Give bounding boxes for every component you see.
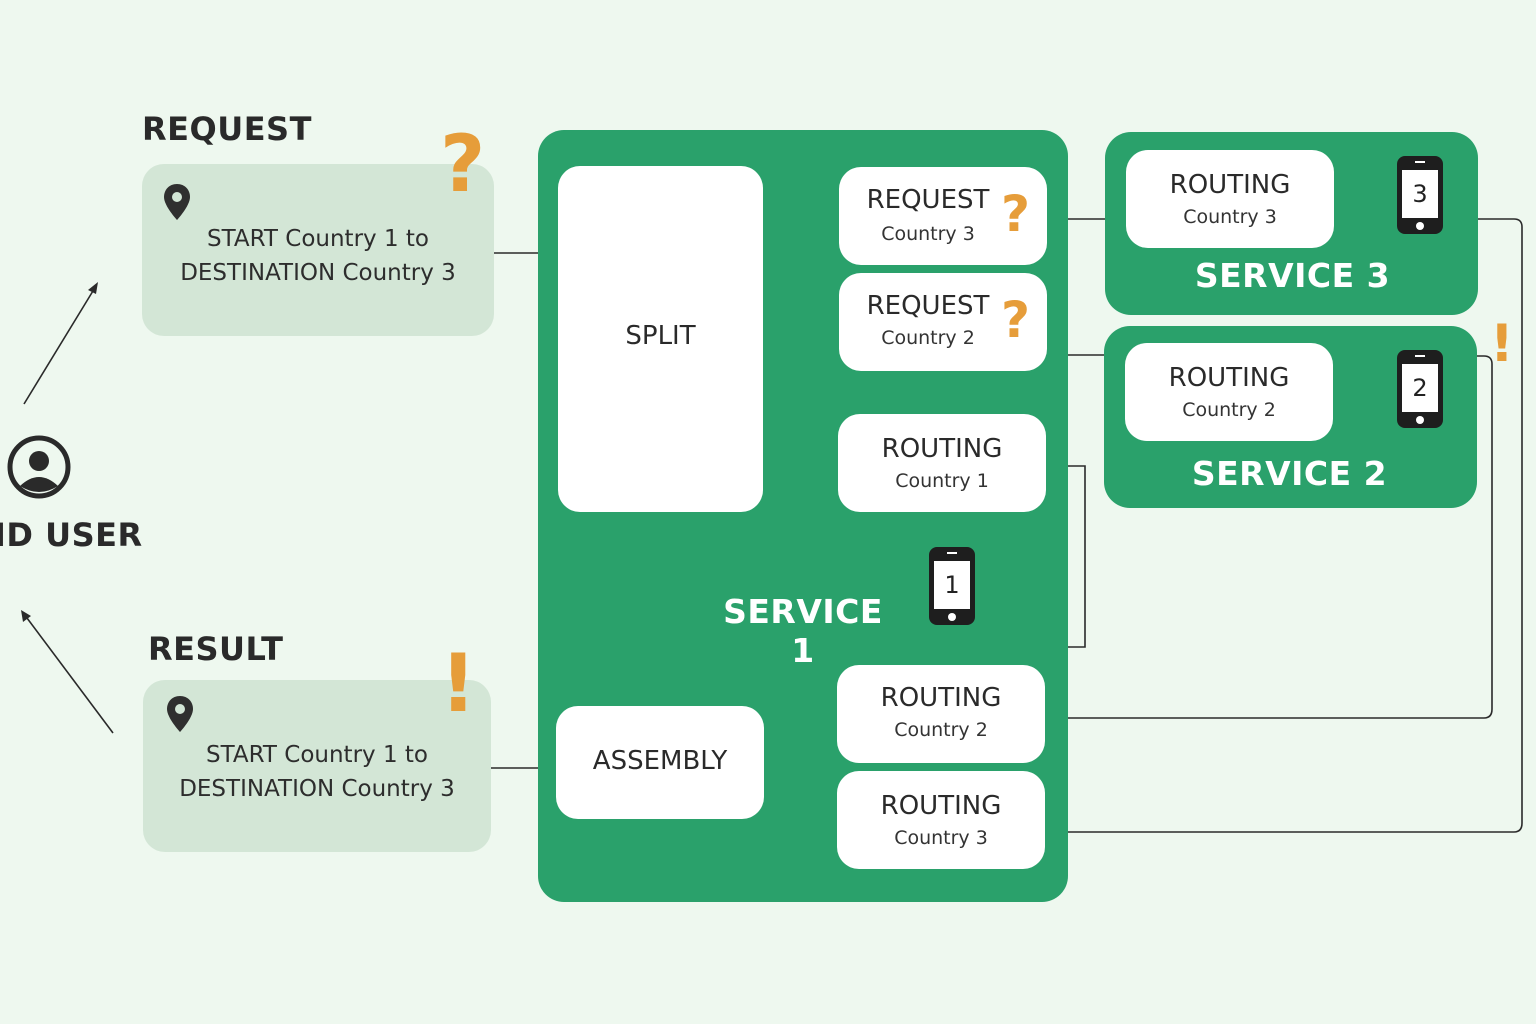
phone-icon: 2 <box>1397 350 1443 428</box>
card-subtitle: Country 2 <box>881 327 975 349</box>
routing-country3-card: ROUTING Country 3 <box>837 771 1045 869</box>
exclamation-mark-icon: ! <box>1490 314 1514 374</box>
card-subtitle: Country 3 <box>881 223 975 245</box>
card-title: ROUTING <box>881 434 1003 464</box>
phone-screen: 3 <box>1402 170 1438 218</box>
service1-label: SERVICE 1 <box>723 592 883 670</box>
service2-label: SERVICE 2 <box>1191 454 1388 493</box>
card-subtitle: Country 1 <box>895 470 989 492</box>
split-label: SPLIT <box>625 321 696 351</box>
card-subtitle: Country 3 <box>1183 206 1277 228</box>
location-pin-icon <box>164 184 190 220</box>
request-panel: START Country 1 to DESTINATION Country 3 <box>142 164 494 336</box>
phone-screen: 2 <box>1402 364 1438 412</box>
phone-icon: 1 <box>929 547 975 625</box>
card-subtitle: Country 2 <box>1182 399 1276 421</box>
end-user: ID USER <box>0 432 142 562</box>
card-title: REQUEST <box>866 185 990 215</box>
request-heading: REQUEST <box>142 110 312 148</box>
exclamation-mark-icon: ! <box>440 637 477 730</box>
assembly-card: ASSEMBLY <box>556 706 764 819</box>
card-title: ROUTING <box>880 683 1002 713</box>
end-user-label: ID USER <box>0 516 143 554</box>
phone-screen: 1 <box>934 561 970 609</box>
card-title: ROUTING <box>1168 363 1290 393</box>
card-title: REQUEST <box>866 291 990 321</box>
user-circle-icon <box>7 435 71 499</box>
routing-country2-card: ROUTING Country 2 <box>1125 343 1333 441</box>
result-line2: DESTINATION Country 3 <box>179 776 455 802</box>
card-subtitle: Country 2 <box>894 719 988 741</box>
question-mark-icon: ? <box>440 120 486 210</box>
service3-label: SERVICE 3 <box>1194 256 1391 295</box>
arrow-to-request <box>23 285 97 405</box>
question-mark-icon: ? <box>1001 185 1031 243</box>
phone-icon: 3 <box>1397 156 1443 234</box>
result-panel: START Country 1 to DESTINATION Country 3 <box>143 680 491 852</box>
routing-country3-card: ROUTING Country 3 <box>1126 150 1334 248</box>
assembly-label: ASSEMBLY <box>592 746 728 776</box>
service3-panel: ROUTING Country 3 3 SERVICE 3 <box>1105 132 1478 315</box>
request-country2-card: REQUEST Country 2 ? <box>839 273 1047 371</box>
card-title: ROUTING <box>880 791 1002 821</box>
request-country3-card: REQUEST Country 3 ? <box>839 167 1047 265</box>
service2-panel: ROUTING Country 2 2 SERVICE 2 <box>1104 326 1477 508</box>
arrow-to-user <box>23 613 114 734</box>
request-line2: DESTINATION Country 3 <box>180 260 456 286</box>
question-mark-icon: ? <box>1001 291 1031 349</box>
card-subtitle: Country 3 <box>894 827 988 849</box>
routing-country2-card: ROUTING Country 2 <box>837 665 1045 763</box>
service1-panel: SPLIT REQUEST Country 3 ? REQUEST Countr… <box>538 130 1068 902</box>
result-heading: RESULT <box>148 630 284 668</box>
card-title: ROUTING <box>1169 170 1291 200</box>
request-line1: START Country 1 to <box>207 226 429 252</box>
result-line1: START Country 1 to <box>206 742 428 768</box>
routing-country1-card: ROUTING Country 1 <box>838 414 1046 512</box>
location-pin-icon <box>167 696 193 732</box>
split-card: SPLIT <box>558 166 763 512</box>
